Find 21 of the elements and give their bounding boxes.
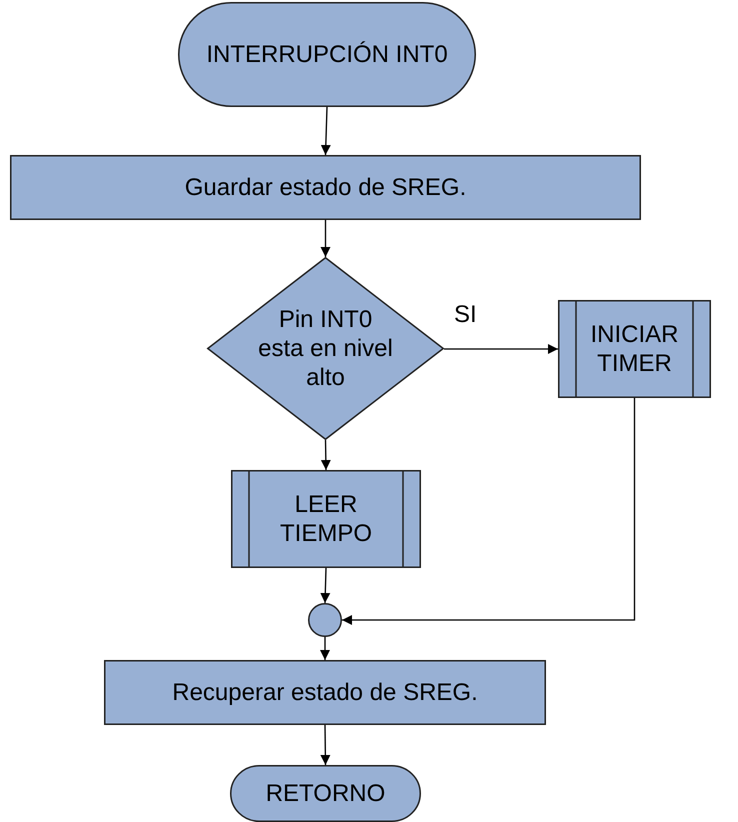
node-text: RETORNO [266, 779, 386, 808]
node-text: INTERRUPCIÓN INT0 [206, 40, 448, 69]
node-text: LEER TIEMPO [278, 490, 373, 548]
process-box [10, 155, 641, 220]
connector-circle [308, 603, 342, 637]
arrow [320, 220, 330, 257]
arrow [320, 637, 330, 660]
node-text: Guardar estado de SREG. [184, 173, 466, 202]
arrow [444, 344, 558, 354]
node-text: Pin INT0 esta en nivel alto [257, 305, 394, 392]
arrow [320, 568, 330, 604]
arrow [320, 106, 331, 156]
node-text: Recuperar estado de SREG. [172, 678, 478, 707]
node-text: INICIAR TIMER [589, 320, 680, 378]
arrow [320, 440, 331, 470]
subprocess-box [558, 300, 711, 398]
subprocess-box [231, 470, 421, 568]
process-box [104, 660, 546, 725]
arrow [342, 398, 636, 625]
arrow [320, 725, 330, 765]
decision-diamond [207, 257, 444, 440]
